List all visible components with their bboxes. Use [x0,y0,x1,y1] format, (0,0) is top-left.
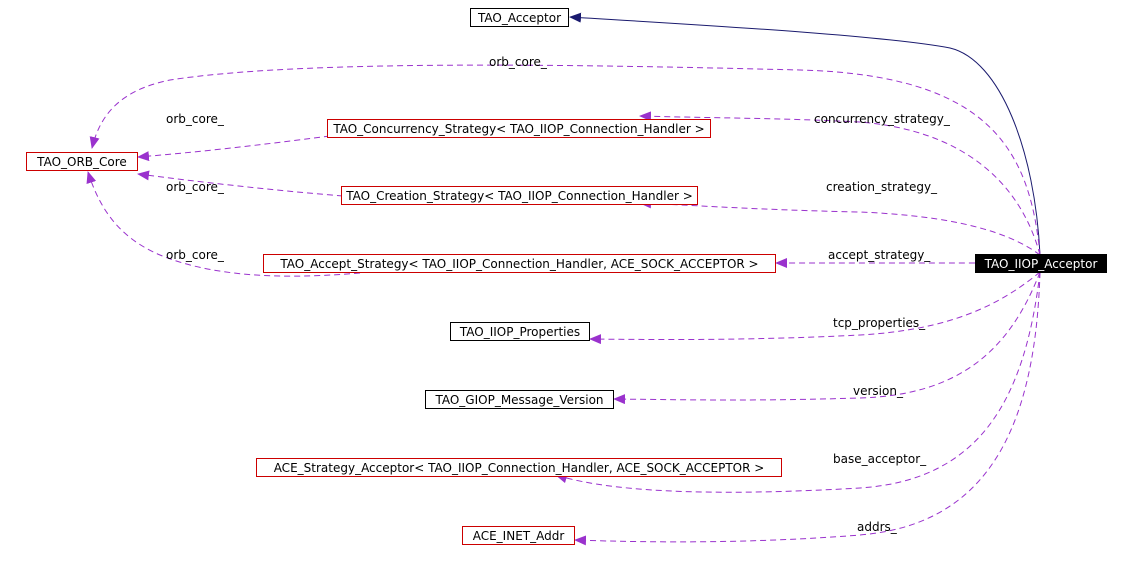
edge-orb-core-concurrency [137,135,331,162]
label-addrs: addrs_ [857,520,897,534]
node-tao-acceptor[interactable]: TAO_Acceptor [470,8,569,27]
label-concurrency-strategy: concurrency_strategy_ [814,112,950,126]
label-tcp-properties: tcp_properties_ [833,316,926,330]
label-version: version_ [853,384,903,398]
edge-orb-core-accept [86,171,361,277]
edge-inherits-tao-acceptor [569,12,1041,256]
label-creation-strategy: creation_strategy_ [826,180,938,194]
edge-tcp-properties [589,271,1041,345]
label-base-acceptor: base_acceptor_ [833,452,927,466]
node-creation-strategy[interactable]: TAO_Creation_Strategy< TAO_IIOP_Connecti… [341,186,698,205]
edge-concurrency-strategy [639,111,1041,256]
label-orb-core-creation: orb_core_ [166,180,224,194]
edge-base-acceptor [555,271,1041,493]
node-tao-orb-core[interactable]: TAO_ORB_Core [26,152,138,171]
node-ace-inet-addr[interactable]: ACE_INET_Addr [462,526,575,545]
node-giop-message-version[interactable]: TAO_GIOP_Message_Version [425,390,614,409]
label-accept-strategy: accept_strategy_ [828,248,931,262]
label-orb-core-concurrency: orb_core_ [166,112,224,126]
node-ace-strategy-acceptor[interactable]: ACE_Strategy_Acceptor< TAO_IIOP_Connecti… [256,458,782,477]
edge-version [613,271,1041,405]
node-accept-strategy[interactable]: TAO_Accept_Strategy< TAO_IIOP_Connection… [263,254,776,273]
edge-orb-core-top [89,64,1041,256]
label-orb-core-top: orb_core_ [489,55,547,69]
node-iiop-properties[interactable]: TAO_IIOP_Properties [450,322,590,341]
node-tao-iiop-acceptor[interactable]: TAO_IIOP_Acceptor [975,254,1107,273]
node-concurrency-strategy[interactable]: TAO_Concurrency_Strategy< TAO_IIOP_Conne… [327,119,711,138]
edge-addrs [574,271,1041,546]
label-orb-core-accept: orb_core_ [166,248,224,262]
edge-orb-core-creation [137,170,344,197]
edge-creation-strategy [639,198,1041,256]
